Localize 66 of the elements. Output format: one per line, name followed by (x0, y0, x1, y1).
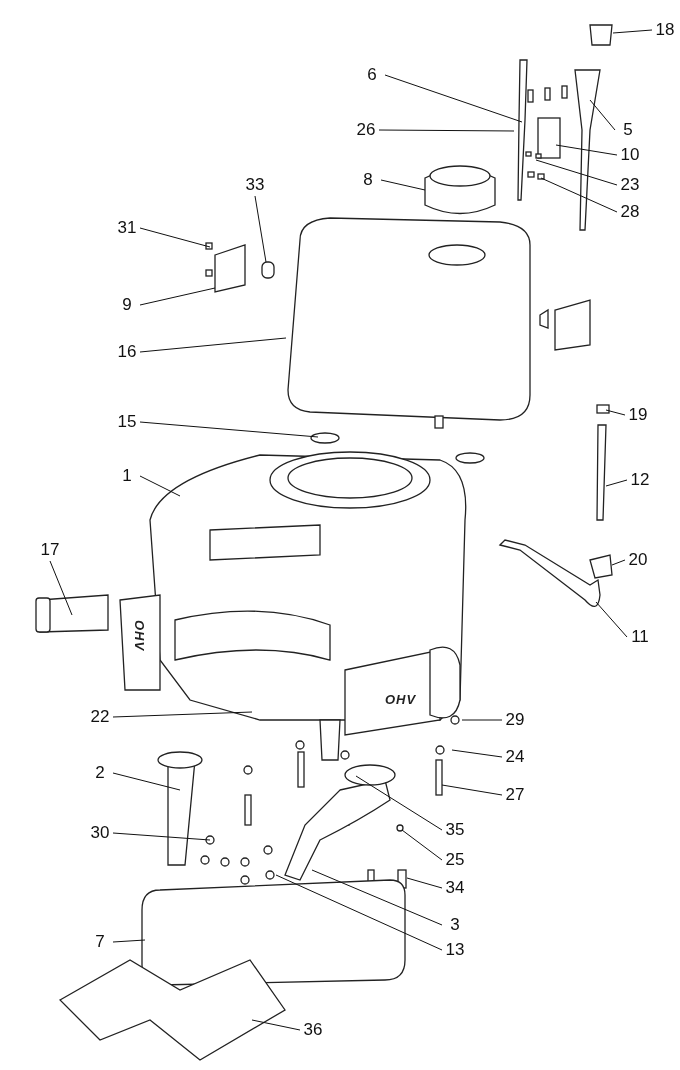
leader-line (605, 479, 628, 487)
callout-number: 22 (88, 707, 112, 727)
callout-number: 12 (628, 470, 652, 490)
callout-number: 17 (38, 540, 62, 560)
callout-number: 3 (443, 915, 467, 935)
callout-number: 2 (88, 763, 112, 783)
callout-number: 23 (618, 175, 642, 195)
leader-line (589, 99, 616, 131)
callout-number: 30 (88, 823, 112, 843)
leader-line (112, 939, 146, 943)
callout-number: 27 (503, 785, 527, 805)
leader-line (406, 877, 443, 889)
leader-line (401, 829, 443, 861)
callout-number: 34 (443, 878, 467, 898)
leader-line (611, 559, 626, 566)
callout-number: 19 (626, 405, 650, 425)
callout-number: 6 (360, 65, 384, 85)
leader-line (139, 337, 287, 353)
leader-line (595, 601, 628, 638)
leader-line (605, 409, 626, 416)
leader-line (139, 287, 216, 306)
leader-line (112, 772, 181, 791)
leader-line (540, 177, 618, 213)
callout-number: 28 (618, 202, 642, 222)
callout-number: 31 (115, 218, 139, 238)
valve-cover-text: OHV (385, 692, 417, 707)
leader-line (139, 227, 211, 248)
leader-line (311, 869, 443, 926)
callout-number: 9 (115, 295, 139, 315)
leader-line (139, 421, 319, 438)
callout-number: 24 (503, 747, 527, 767)
leader-line (380, 179, 426, 191)
valve-cover-text: OHV (132, 619, 148, 652)
leader-line (139, 475, 181, 497)
leader-line (378, 129, 515, 132)
leader-line (49, 560, 73, 616)
leader-line (355, 775, 443, 831)
leader-line (451, 749, 503, 758)
leader-line (461, 719, 503, 721)
callout-number: 11 (628, 627, 652, 647)
callout-number: 35 (443, 820, 467, 840)
leader-line (384, 74, 523, 123)
callout-number: 29 (503, 710, 527, 730)
callout-number: 36 (301, 1020, 325, 1040)
callout-number: 10 (618, 145, 642, 165)
callout-number: 16 (115, 342, 139, 362)
leader-line (612, 29, 653, 34)
callout-number: 13 (443, 940, 467, 960)
callout-number: 15 (115, 412, 139, 432)
leader-line (275, 874, 443, 951)
callout-number: 1 (115, 466, 139, 486)
callout-number: 26 (354, 120, 378, 140)
callout-number: 8 (356, 170, 380, 190)
callout-number: 18 (653, 20, 677, 40)
leader-line (441, 784, 503, 796)
callout-number: 5 (616, 120, 640, 140)
leader-line (112, 711, 253, 718)
leader-line (251, 1019, 301, 1031)
callout-number: 25 (443, 850, 467, 870)
leader-line (535, 159, 618, 186)
leader-line (555, 144, 618, 156)
callout-number: 20 (626, 550, 650, 570)
leader-line (112, 832, 211, 841)
leader-line (254, 195, 267, 263)
callout-number: 7 (88, 932, 112, 952)
callout-number: 33 (243, 175, 267, 195)
